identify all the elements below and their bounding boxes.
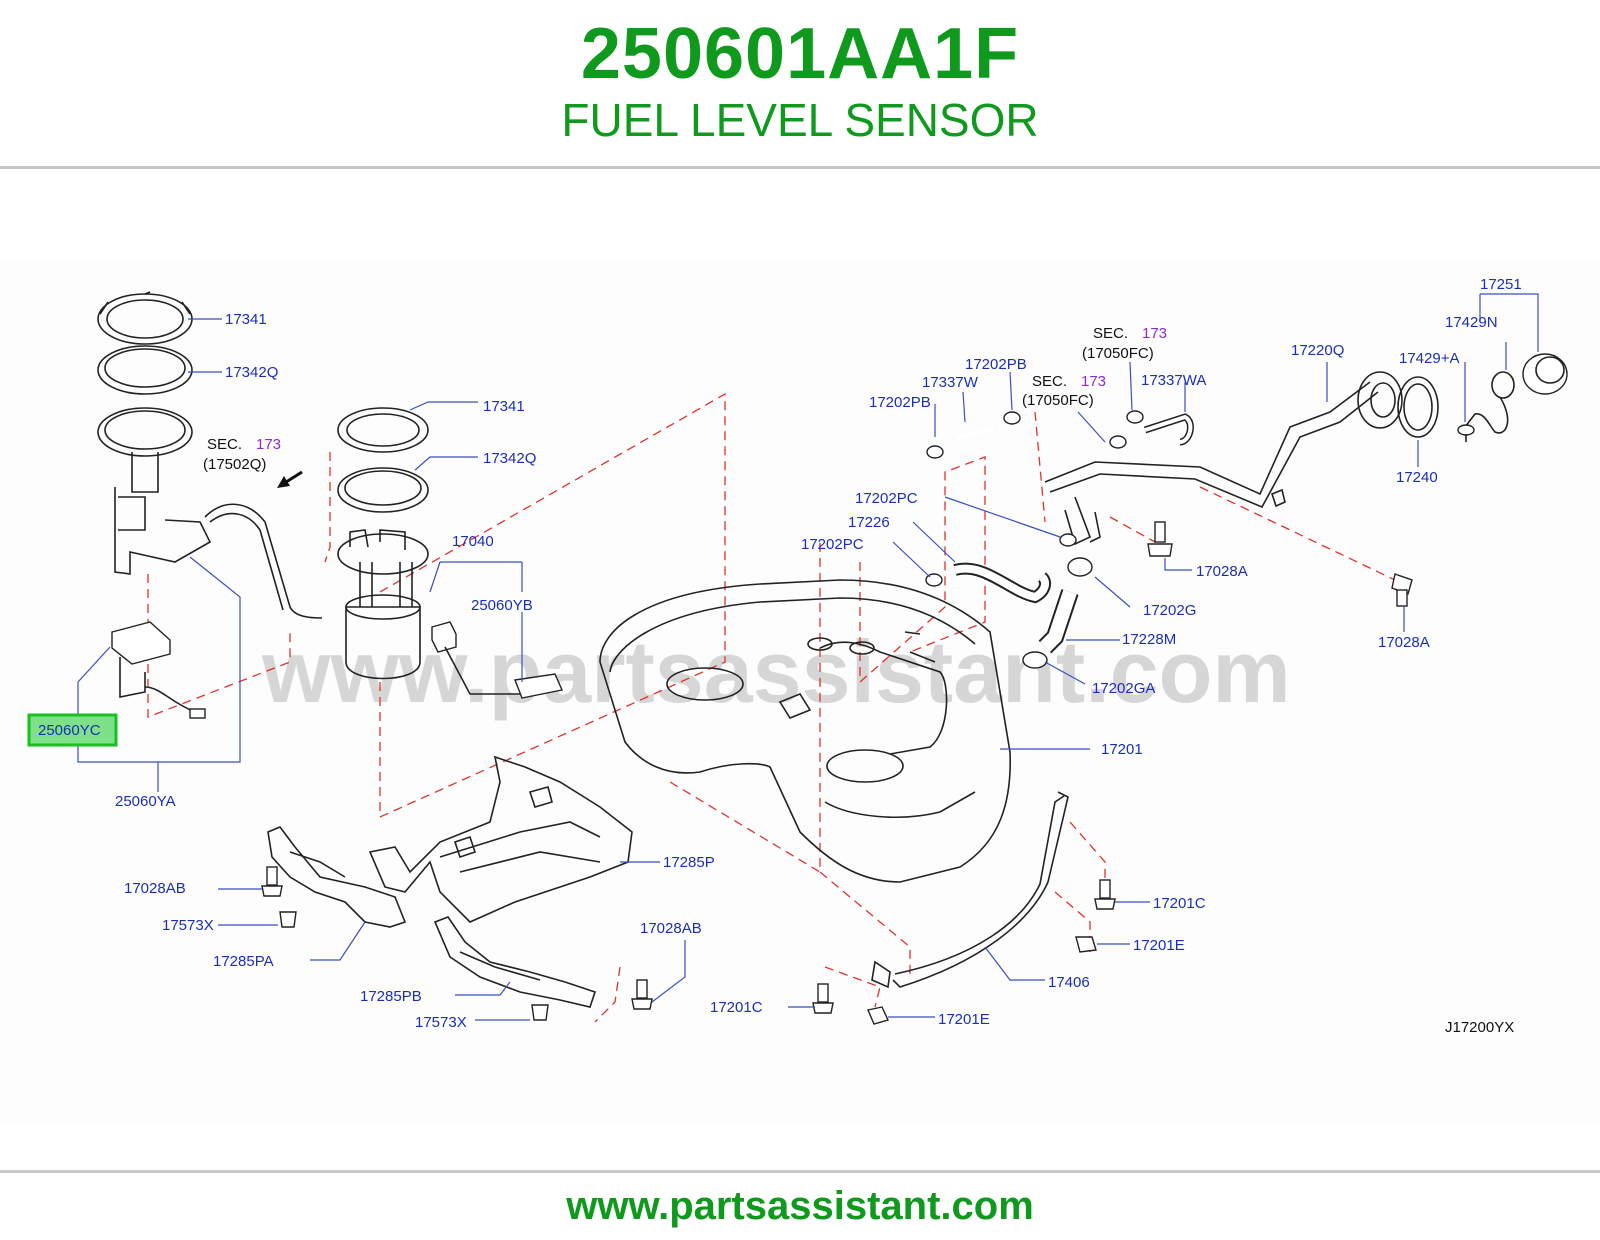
label-17341-mid: 17341 [483,398,525,415]
clip-17573X-a [279,911,297,928]
label-17028AB-a: 17028AB [124,880,186,897]
label-17342Q-left: 17342Q [225,364,278,381]
section-number-3: 173 [1081,373,1106,390]
page-header: 250601AA1F FUEL LEVEL SENSOR [0,0,1600,168]
label-17028AB-b: 17028AB [640,920,702,937]
fuel-level-sensor-25060YC [111,621,206,719]
label-25060YC-highlighted: 25060YC [38,722,101,739]
part-name-subtitle: FUEL LEVEL SENSOR [561,94,1039,146]
tether-17429N [1464,371,1515,434]
label-17202PC-b: 17202PC [801,536,864,553]
part-number-title: 250601AA1F [580,14,1020,94]
label-17201C-a: 17201C [710,999,763,1016]
section-prefix-2: SEC. [1093,325,1128,342]
hose-17337WA [1143,413,1194,446]
clamp-17202GA [1022,651,1048,669]
bolt-17028A-b [1391,573,1413,607]
fuel-tank-17201 [599,579,1012,883]
section-ref: (17502Q) [203,456,266,473]
label-17429A: 17429+A [1399,350,1459,367]
label-17226: 17226 [848,514,890,531]
heat-shield-17285PA [267,826,407,928]
clamp-17202G [1067,557,1093,577]
section-number-2: 173 [1142,325,1167,342]
label-17573X-a: 17573X [162,917,214,934]
label-17285PA: 17285PA [213,953,274,970]
seal-17342Q-left [97,345,193,395]
bolt-17201C-b [1094,879,1116,910]
label-17342Q-mid: 17342Q [483,450,536,467]
label-17202GA: 17202GA [1092,680,1155,697]
label-25060YA: 25060YA [115,793,176,810]
sender-unit-25060YB [431,621,563,699]
bolt-17201C-a [812,983,834,1014]
filler-tube-17220Q [1044,371,1403,546]
label-17337WA: 17337WA [1141,372,1206,389]
label-17040: 17040 [452,533,494,550]
label-17220Q: 17220Q [1291,342,1344,359]
label-17202PC-a: 17202PC [855,490,918,507]
label-17201: 17201 [1101,741,1143,758]
label-17228M: 17228M [1122,631,1176,648]
filler-cap-17251 [1522,353,1568,395]
clamp-17202PB-a [926,445,944,459]
label-17202G: 17202G [1143,602,1196,619]
section-prefix: SEC. [207,436,242,453]
clamp-17202PC-a [1059,533,1077,547]
label-17201C-b: 17201C [1153,895,1206,912]
heat-shield-17285PB [433,916,597,1008]
section-prefix-3: SEC. [1032,373,1067,390]
label-17285PB: 17285PB [360,988,422,1005]
fuel-pump-module-17040 [337,529,429,680]
label-17251: 17251 [1480,276,1522,293]
footer-divider [0,1170,1600,1173]
seal-17342Q-mid [337,467,429,513]
hose-17337W [954,426,996,441]
diagram-code: J17200YX [1445,1019,1514,1036]
label-17201E-a: 17201E [938,1011,990,1028]
section-ref-2: (17050FC) [1082,345,1154,362]
nut-17201E-a [867,1006,889,1025]
diagram-svg: www.partsassistant.com SEC. 173 ( [27,276,1568,1036]
highlight-box [27,713,118,747]
label-17341-left: 17341 [225,311,267,328]
label-17201E-b: 17201E [1133,937,1185,954]
label-17573X-b: 17573X [415,1014,467,1031]
hose-17226 [953,562,1052,604]
header-divider [0,166,1600,169]
tank-strap-17406 [871,791,1069,989]
footer-url[interactable]: www.partsassistant.com [566,1184,1034,1228]
label-17285P: 17285P [663,854,715,871]
parts-diagram: www.partsassistant.com SEC. 173 ( [0,262,1600,1122]
clamp-17202PB-b [1003,411,1021,425]
section-number: 173 [256,436,281,453]
seal-17240 [1397,376,1439,438]
lock-ring-17341-mid [337,407,429,453]
label-17406: 17406 [1048,974,1090,991]
arrow-icon [277,476,290,488]
clip-17573X-b [531,1004,549,1021]
label-17337W: 17337W [922,374,979,391]
nut-17201E-b [1075,936,1097,953]
label-17429N: 17429N [1445,314,1498,331]
label-25060YB: 25060YB [471,597,533,614]
bolt-17028AB-b [631,979,653,1010]
bolt-17028A-a [1147,521,1173,557]
label-17202PB-b: 17202PB [965,356,1027,373]
clamp-17337WA [1109,410,1144,449]
bolt-17028AB-a [261,866,283,897]
hose-17228M [1038,589,1079,654]
rivet-17429A [1457,424,1475,442]
label-17202PB-a: 17202PB [869,394,931,411]
pump-module-bracket [97,407,323,619]
label-17028A-b: 17028A [1378,634,1430,651]
lock-ring-17341-left [97,291,193,345]
heat-shield-17285P [368,755,633,923]
section-ref-3: (17050FC) [1022,392,1094,409]
label-17028A-a: 17028A [1196,563,1248,580]
label-17240: 17240 [1396,469,1438,486]
